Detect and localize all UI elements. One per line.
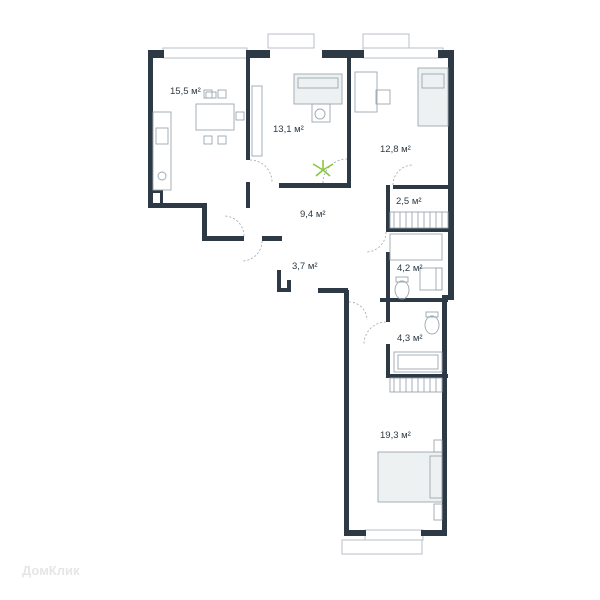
area-label-living: 13,1 м² [273, 124, 304, 135]
bathroom-fixtures [389, 233, 443, 300]
area-labels: 15,5 м² 13,1 м² 12,8 м² 2,5 м² 9,4 м² 4,… [170, 86, 423, 441]
plant-icon [312, 160, 334, 177]
kitchen-furniture [152, 89, 245, 191]
doors [223, 158, 414, 345]
closet-shelves [389, 211, 449, 229]
area-label-toilet: 4,3 м² [397, 333, 423, 344]
watermark-logo: ДомКлик [22, 563, 80, 578]
area-label-hall: 9,4 м² [300, 209, 326, 220]
area-label-bathroom: 4,2 м² [397, 263, 423, 274]
bedroom-1-furniture [354, 67, 449, 127]
area-label-corridor: 3,7 м² [292, 261, 318, 272]
bedroom-2-furniture [377, 377, 443, 521]
living-furniture [251, 73, 343, 157]
area-label-bedroom-1: 12,8 м² [380, 144, 411, 155]
area-label-kitchen: 15,5 м² [170, 86, 201, 97]
area-label-closet: 2,5 м² [396, 196, 422, 207]
walls [148, 50, 454, 536]
toilet-fixtures [393, 311, 443, 373]
area-label-bedroom-2: 19,3 м² [380, 430, 411, 441]
